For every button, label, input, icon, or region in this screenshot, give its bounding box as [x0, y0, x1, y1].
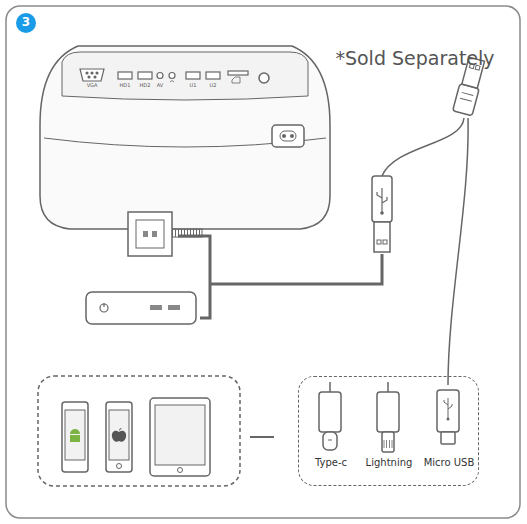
usb-a-plug [372, 176, 392, 252]
port-label: HD1 [120, 83, 131, 89]
port-label: U1 [190, 83, 197, 89]
projector [40, 46, 330, 237]
step-badge [16, 13, 36, 33]
power-wire [178, 236, 382, 318]
device-group [38, 376, 240, 486]
link-dash [250, 436, 274, 438]
wall-outlet [128, 212, 172, 256]
port-label: AV [157, 83, 164, 89]
connector-group: Type-c Lightning Micro USB [298, 376, 479, 486]
connector-tips [319, 382, 459, 452]
frame [6, 6, 520, 518]
port-label: U2 [210, 83, 217, 89]
port-label: HD2 [140, 83, 151, 89]
connector-label: Micro USB [424, 457, 475, 468]
note-text: *Sold Separately [335, 48, 494, 69]
connector-label: Lightning [366, 457, 413, 468]
power-bank [86, 292, 196, 324]
cable [382, 118, 468, 385]
step-number: 3 [22, 16, 30, 29]
port-label: VGA [87, 83, 98, 89]
connector-label: Type-c [315, 457, 347, 468]
